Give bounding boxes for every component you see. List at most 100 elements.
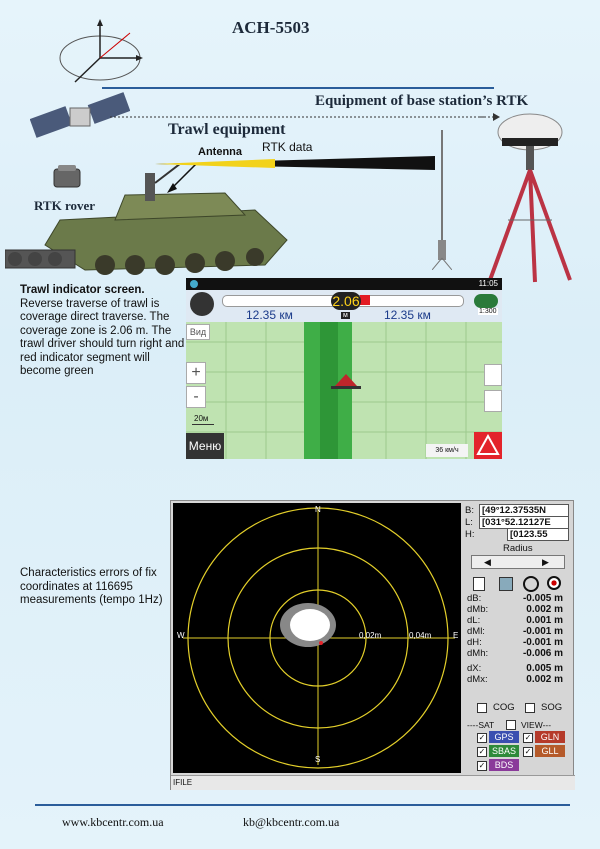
error-row-1-value: 0.002 m xyxy=(526,604,563,615)
speed-readout: 36 км/ч xyxy=(426,444,468,457)
ring-label-1: 0,02m xyxy=(359,631,382,640)
error2-row-0-label: dX: xyxy=(467,663,482,674)
rtk-data-beam xyxy=(155,156,435,170)
trawl-vehicle-image xyxy=(5,165,288,275)
system-chip-1[interactable]: GLN xyxy=(535,731,565,743)
error-row-1-label: dMb: xyxy=(467,604,489,615)
lightbar-red-segment xyxy=(360,295,370,305)
system-checkbox-0[interactable]: ✓ xyxy=(477,733,487,743)
system-checkbox-1[interactable]: ✓ xyxy=(523,733,533,743)
status-bar-bottom: IFILE xyxy=(171,775,575,790)
trailer-icon[interactable] xyxy=(484,364,502,386)
status-bar: 11:05 xyxy=(186,278,502,290)
compass-e: E xyxy=(453,631,459,640)
antenna-label: Antenna xyxy=(198,146,242,158)
rtk-data-label: RTK data xyxy=(262,140,313,154)
compass-s: S xyxy=(315,755,321,764)
error-row-5-label: dMh: xyxy=(467,648,489,659)
radius-slider[interactable]: ◀ ▶ xyxy=(471,555,565,569)
view-label: VIEW--- xyxy=(521,720,552,730)
b-label: B: xyxy=(465,505,474,516)
system-checkbox-4[interactable]: ✓ xyxy=(477,761,487,771)
new-file-icon[interactable] xyxy=(473,577,485,591)
distance-right: 12.35 км xyxy=(384,308,431,322)
error2-row-0-value: 0.005 m xyxy=(526,663,563,674)
system-chip-0[interactable]: GPS xyxy=(489,731,519,743)
footer-divider xyxy=(35,804,570,806)
trawl-equipment-label: Trawl equipment xyxy=(168,121,286,138)
compass-n: N xyxy=(315,505,321,514)
rtk-rover-label: RTK rover xyxy=(34,198,96,213)
error2-row-1-value: 0.002 m xyxy=(526,674,563,685)
sat-label: ----SAT xyxy=(467,720,495,730)
error-row-2-value: 0.001 m xyxy=(526,615,563,626)
coordinate-axes-icon xyxy=(59,19,143,83)
error-row-5-value: -0.006 m xyxy=(522,648,563,659)
description-title: Trawl indicator screen. xyxy=(20,284,145,296)
coverage-width-value: 2.06 xyxy=(331,292,361,310)
base-station-image xyxy=(488,113,572,283)
compass-w: W xyxy=(177,631,185,640)
sat-view-checkbox[interactable] xyxy=(506,720,516,730)
implement-icon[interactable] xyxy=(484,390,502,412)
view-button[interactable]: Вид xyxy=(186,324,210,340)
system-chip-3[interactable]: GLL xyxy=(535,745,565,757)
trawl-indicator-description: Trawl indicator screen. Reverse traverse… xyxy=(20,284,185,379)
map-scale-bar xyxy=(192,424,214,425)
app-icon xyxy=(190,280,198,288)
copy-icon[interactable] xyxy=(499,577,513,591)
system-chip-2[interactable]: SBAS xyxy=(489,745,519,757)
dashed-link-line xyxy=(110,116,485,118)
warning-button-icon[interactable] xyxy=(474,432,502,459)
page-title: ACH-5503 xyxy=(232,18,310,37)
target-icon[interactable] xyxy=(523,576,539,592)
error-row-2-label: dL: xyxy=(467,615,481,626)
footer-email[interactable]: kb@kbcentr.com.ua xyxy=(243,815,340,829)
h-label: H: xyxy=(465,529,475,540)
l-label: L: xyxy=(465,517,473,528)
cog-label: COG xyxy=(493,702,515,713)
error2-row-1-label: dMx: xyxy=(467,674,488,685)
slider-left-icon[interactable]: ◀ xyxy=(484,557,491,567)
error-row-0-value: -0.005 m xyxy=(522,593,563,604)
system-checkbox-2[interactable]: ✓ xyxy=(477,747,487,757)
ring-label-2: 0,04m xyxy=(409,631,432,640)
h-value: [0123.55 xyxy=(507,528,569,541)
error-row-4-value: -0.001 m xyxy=(522,637,563,648)
antenna-mast-image xyxy=(432,130,452,270)
vehicle-icon[interactable] xyxy=(474,294,498,308)
error-statistics-screen: N S W E 0,02m 0,04m B: [49°12.37535N L: … xyxy=(170,500,575,790)
menu-button[interactable]: Меню xyxy=(186,433,224,459)
zoom-in-button[interactable]: + xyxy=(186,362,206,384)
error-row-3-value: -0.001 m xyxy=(522,626,563,637)
system-checkbox-3[interactable]: ✓ xyxy=(523,747,533,757)
sog-label: SOG xyxy=(541,702,563,713)
characteristics-text: Characteristics errors of fix coordinate… xyxy=(20,567,163,606)
sog-checkbox[interactable] xyxy=(525,703,535,713)
error-row-3-label: dMl: xyxy=(467,626,485,637)
status-time: 11:05 xyxy=(478,279,498,288)
cog-checkbox[interactable] xyxy=(477,703,487,713)
indicator-bar: 2.06 м xyxy=(186,290,502,322)
footer-url[interactable]: www.kbcentr.com.ua xyxy=(62,815,164,829)
record-icon[interactable] xyxy=(547,576,561,590)
coverage-stripe-center xyxy=(320,322,338,459)
base-station-label: Equipment of base station’s RTK xyxy=(315,93,529,109)
width-unit: м xyxy=(341,312,350,319)
scatter-plot xyxy=(173,503,461,773)
rtk-rover-icon xyxy=(53,165,81,188)
zoom-out-button[interactable]: - xyxy=(186,386,206,408)
radius-label: Radius xyxy=(503,543,533,554)
distance-left: 12.35 км xyxy=(246,308,293,322)
error-row-0-label: dB: xyxy=(467,593,482,604)
header-divider xyxy=(102,87,494,89)
error-row-4-label: dH: xyxy=(467,637,482,648)
description-body: Reverse traverse of trawl is coverage di… xyxy=(20,297,185,378)
compass-icon[interactable] xyxy=(190,292,214,316)
vehicle-marker-icon xyxy=(331,374,361,389)
system-chip-4[interactable]: BDS xyxy=(489,759,519,771)
satellite-icon xyxy=(30,92,130,138)
scale-badge[interactable]: 1:300 xyxy=(478,308,498,315)
slider-right-icon[interactable]: ▶ xyxy=(542,557,549,567)
arrow-right-icon xyxy=(480,113,500,121)
